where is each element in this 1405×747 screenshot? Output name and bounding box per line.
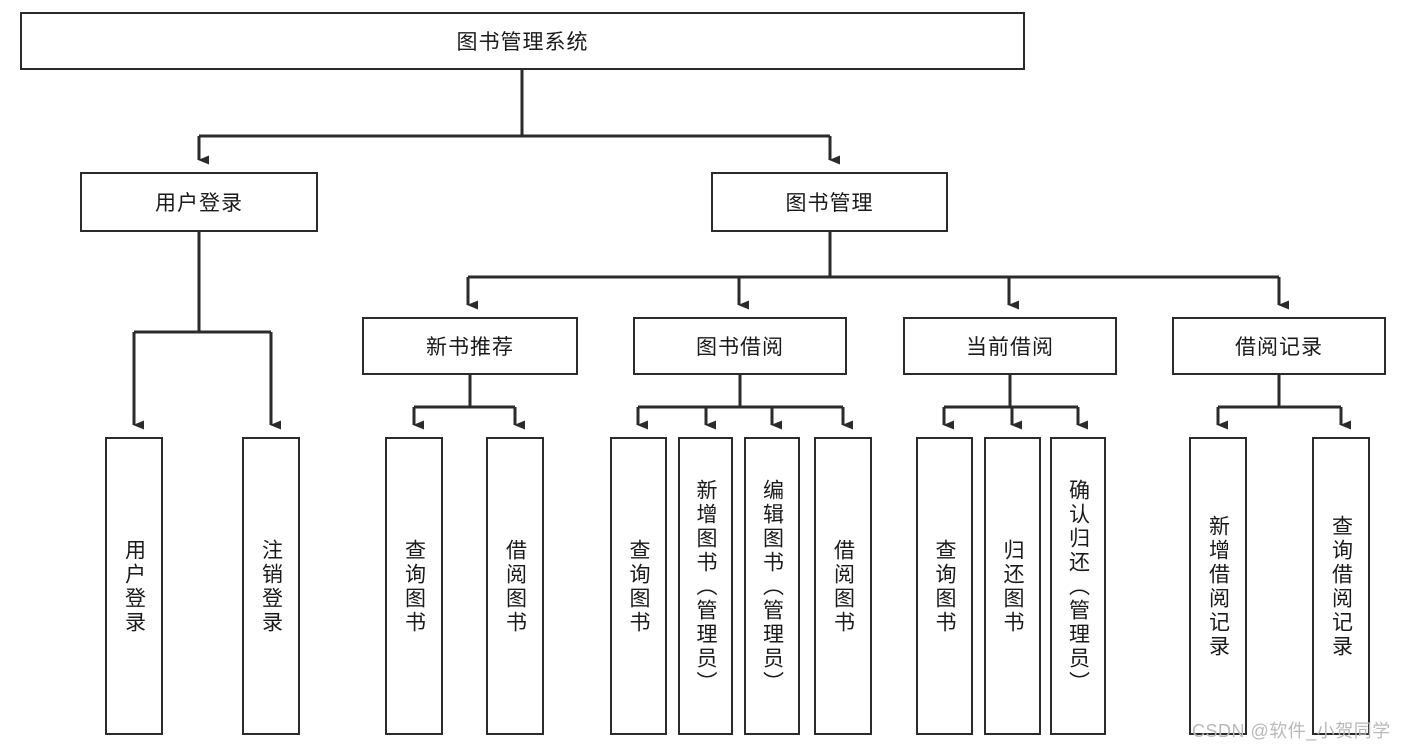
node-current-borrow-label: 当前借阅 bbox=[966, 336, 1054, 359]
node-borrow-record[interactable]: 借阅记录 bbox=[1172, 317, 1386, 375]
node-leaf-edit-book-admin[interactable]: 编辑图书（管理员） bbox=[744, 437, 800, 735]
node-leaf-lend-book[interactable]: 借阅图书 bbox=[814, 437, 872, 735]
node-leaf-logout[interactable]: 注销登录 bbox=[242, 437, 300, 735]
node-user-login-label: 用户登录 bbox=[155, 192, 243, 215]
node-leaf-return-book[interactable]: 归还图书 bbox=[984, 437, 1041, 735]
node-leaf-logout-label: 注销登录 bbox=[259, 539, 283, 635]
node-leaf-add-book-admin[interactable]: 新增图书（管理员） bbox=[678, 437, 733, 735]
node-root-label: 图书管理系统 bbox=[456, 31, 589, 54]
node-leaf-query-borrow-record-label: 查询借阅记录 bbox=[1329, 515, 1353, 659]
node-book-borrow[interactable]: 图书借阅 bbox=[633, 317, 847, 375]
node-leaf-query-book-borrow[interactable]: 查询图书 bbox=[610, 437, 667, 735]
node-leaf-query-book-borrow-label: 查询图书 bbox=[627, 539, 650, 635]
node-new-book-recommend[interactable]: 新书推荐 bbox=[362, 317, 578, 375]
node-leaf-add-borrow-record-label: 新增借阅记录 bbox=[1206, 515, 1230, 659]
node-leaf-add-book-admin-label: 新增图书（管理员） bbox=[694, 479, 717, 695]
node-root[interactable]: 图书管理系统 bbox=[20, 12, 1025, 70]
node-book-management-label: 图书管理 bbox=[785, 192, 874, 215]
node-leaf-borrow-book-rec[interactable]: 借阅图书 bbox=[486, 437, 544, 735]
node-leaf-user-login[interactable]: 用户登录 bbox=[105, 437, 163, 735]
node-current-borrow[interactable]: 当前借阅 bbox=[903, 317, 1117, 375]
node-leaf-borrow-book-rec-label: 借阅图书 bbox=[503, 539, 527, 635]
node-leaf-add-borrow-record[interactable]: 新增借阅记录 bbox=[1189, 437, 1247, 735]
watermark-text: CSDN @软件_小贺同学 bbox=[1192, 721, 1391, 741]
node-leaf-confirm-return-admin-label: 确认归还（管理员） bbox=[1066, 479, 1090, 695]
node-book-management[interactable]: 图书管理 bbox=[711, 172, 948, 232]
node-leaf-edit-book-admin-label: 编辑图书（管理员） bbox=[760, 479, 784, 695]
node-leaf-return-book-label: 归还图书 bbox=[1001, 539, 1024, 635]
node-leaf-query-book-current-label: 查询图书 bbox=[933, 539, 956, 635]
node-leaf-query-book-rec[interactable]: 查询图书 bbox=[385, 437, 443, 735]
node-book-borrow-label: 图书借阅 bbox=[696, 336, 784, 359]
node-new-book-recommend-label: 新书推荐 bbox=[426, 336, 514, 359]
node-user-login[interactable]: 用户登录 bbox=[80, 172, 318, 232]
node-leaf-user-login-label: 用户登录 bbox=[122, 539, 146, 635]
node-borrow-record-label: 借阅记录 bbox=[1235, 336, 1323, 359]
node-leaf-query-borrow-record[interactable]: 查询借阅记录 bbox=[1312, 437, 1370, 735]
node-leaf-query-book-rec-label: 查询图书 bbox=[402, 539, 426, 635]
node-leaf-query-book-current[interactable]: 查询图书 bbox=[916, 437, 973, 735]
node-leaf-lend-book-label: 借阅图书 bbox=[831, 539, 855, 635]
node-leaf-confirm-return-admin[interactable]: 确认归还（管理员） bbox=[1050, 437, 1106, 735]
